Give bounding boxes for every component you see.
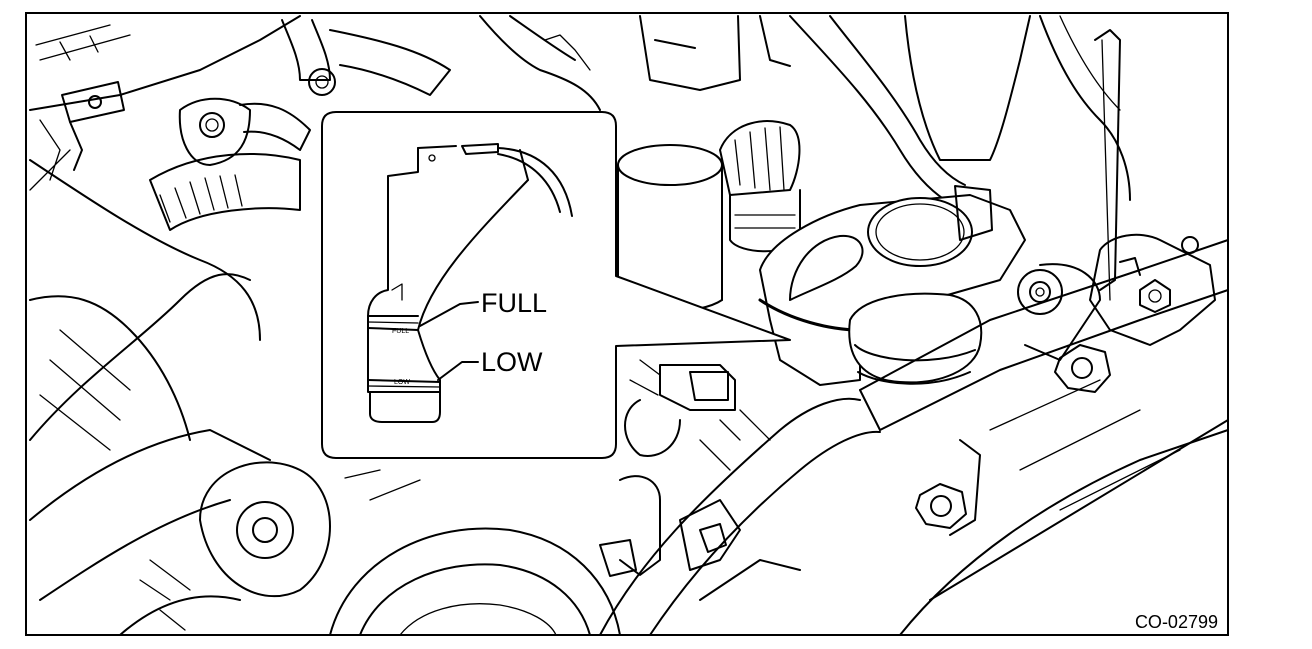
- callout-frame: [321, 111, 791, 459]
- callout-panel: FULL LOW FULL LOW: [321, 111, 791, 459]
- full-line-mark: [367, 321, 419, 324]
- low-leader-line: [437, 361, 479, 381]
- figure-code: CO-02799: [1135, 612, 1218, 632]
- reservoir-closeup: FULL LOW: [367, 143, 573, 423]
- full-leader-line: [419, 301, 479, 327]
- low-line-mark: [367, 385, 441, 388]
- full-label: FULL: [481, 288, 547, 318]
- tank-full-mark-text: FULL: [392, 328, 409, 335]
- low-label: LOW: [481, 347, 543, 377]
- tank-low-mark-text: LOW: [394, 379, 410, 386]
- engine-bay-artwork: [29, 15, 1229, 636]
